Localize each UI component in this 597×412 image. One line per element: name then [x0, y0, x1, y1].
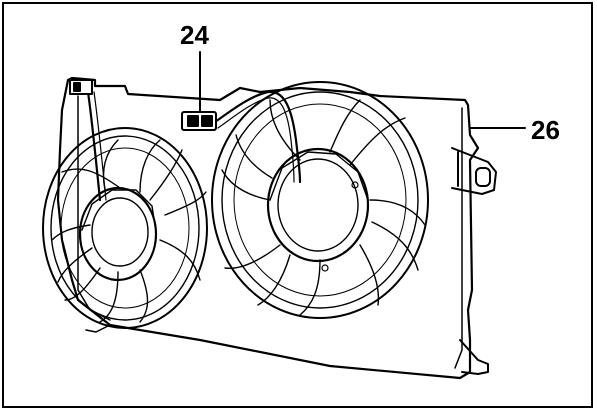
left-connector	[69, 79, 93, 95]
mounting-tab	[451, 147, 497, 195]
left-fan	[42, 127, 208, 329]
right-fan	[211, 81, 429, 319]
leader-lines	[199, 51, 526, 129]
callout-24-label: 24	[180, 20, 209, 50]
diagram-frame	[2, 2, 593, 408]
connector	[181, 111, 217, 131]
callout-26-label: 26	[531, 115, 560, 145]
lower-bracket	[459, 339, 489, 375]
wiring-harness	[86, 90, 302, 202]
